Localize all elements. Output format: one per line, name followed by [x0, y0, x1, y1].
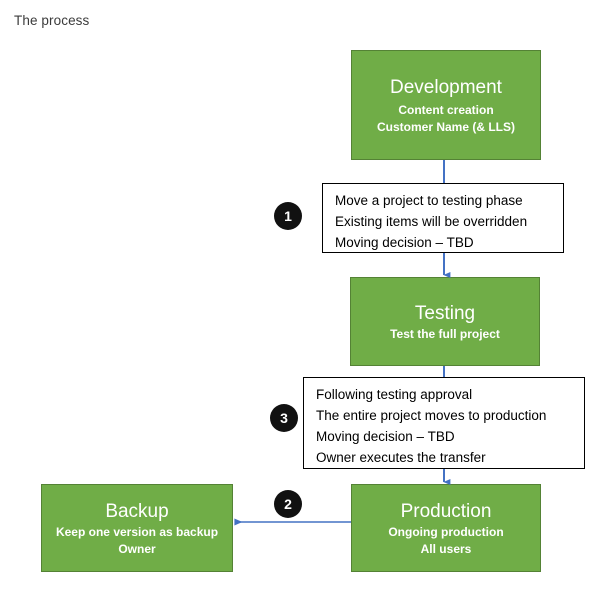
process-box-detail: Customer Name (& LLS) [376, 119, 516, 134]
process-box-detail: Keep one version as backup [55, 524, 219, 539]
process-box-detail: Ongoing production [388, 524, 504, 539]
page-title: The process [14, 13, 90, 28]
step-badge-2: 2 [274, 490, 302, 518]
step-badge-1: 1 [274, 202, 302, 230]
process-box-detail: Owner [118, 541, 156, 556]
note-line: Following testing approval [316, 387, 473, 402]
note-line: Existing items will be overridden [335, 214, 528, 229]
note-box-1[interactable]: Move a project to testing phase Existing… [322, 183, 564, 253]
note-line: Move a project to testing phase [335, 193, 523, 208]
process-box-detail: Test the full project [390, 326, 500, 341]
process-box-backup[interactable]: Backup Keep one version as backup Owner [41, 484, 233, 572]
note-line: Moving decision – TBD [316, 429, 455, 444]
process-box-title: Development [390, 76, 502, 98]
process-box-detail: Content creation [398, 102, 494, 117]
process-box-title: Backup [105, 500, 169, 522]
process-box-testing[interactable]: Testing Test the full project [350, 277, 540, 366]
process-box-production[interactable]: Production Ongoing production All users [351, 484, 541, 572]
process-box-development[interactable]: Development Content creation Customer Na… [351, 50, 541, 160]
process-box-title: Production [400, 500, 492, 522]
step-badge-3: 3 [270, 404, 298, 432]
process-box-title: Testing [414, 302, 476, 324]
process-box-detail: All users [420, 541, 472, 556]
note-line: Owner executes the transfer [316, 450, 486, 465]
note-box-3[interactable]: Following testing approval The entire pr… [303, 377, 585, 469]
note-line: The entire project moves to production [316, 408, 547, 423]
note-line: Moving decision – TBD [335, 235, 474, 250]
